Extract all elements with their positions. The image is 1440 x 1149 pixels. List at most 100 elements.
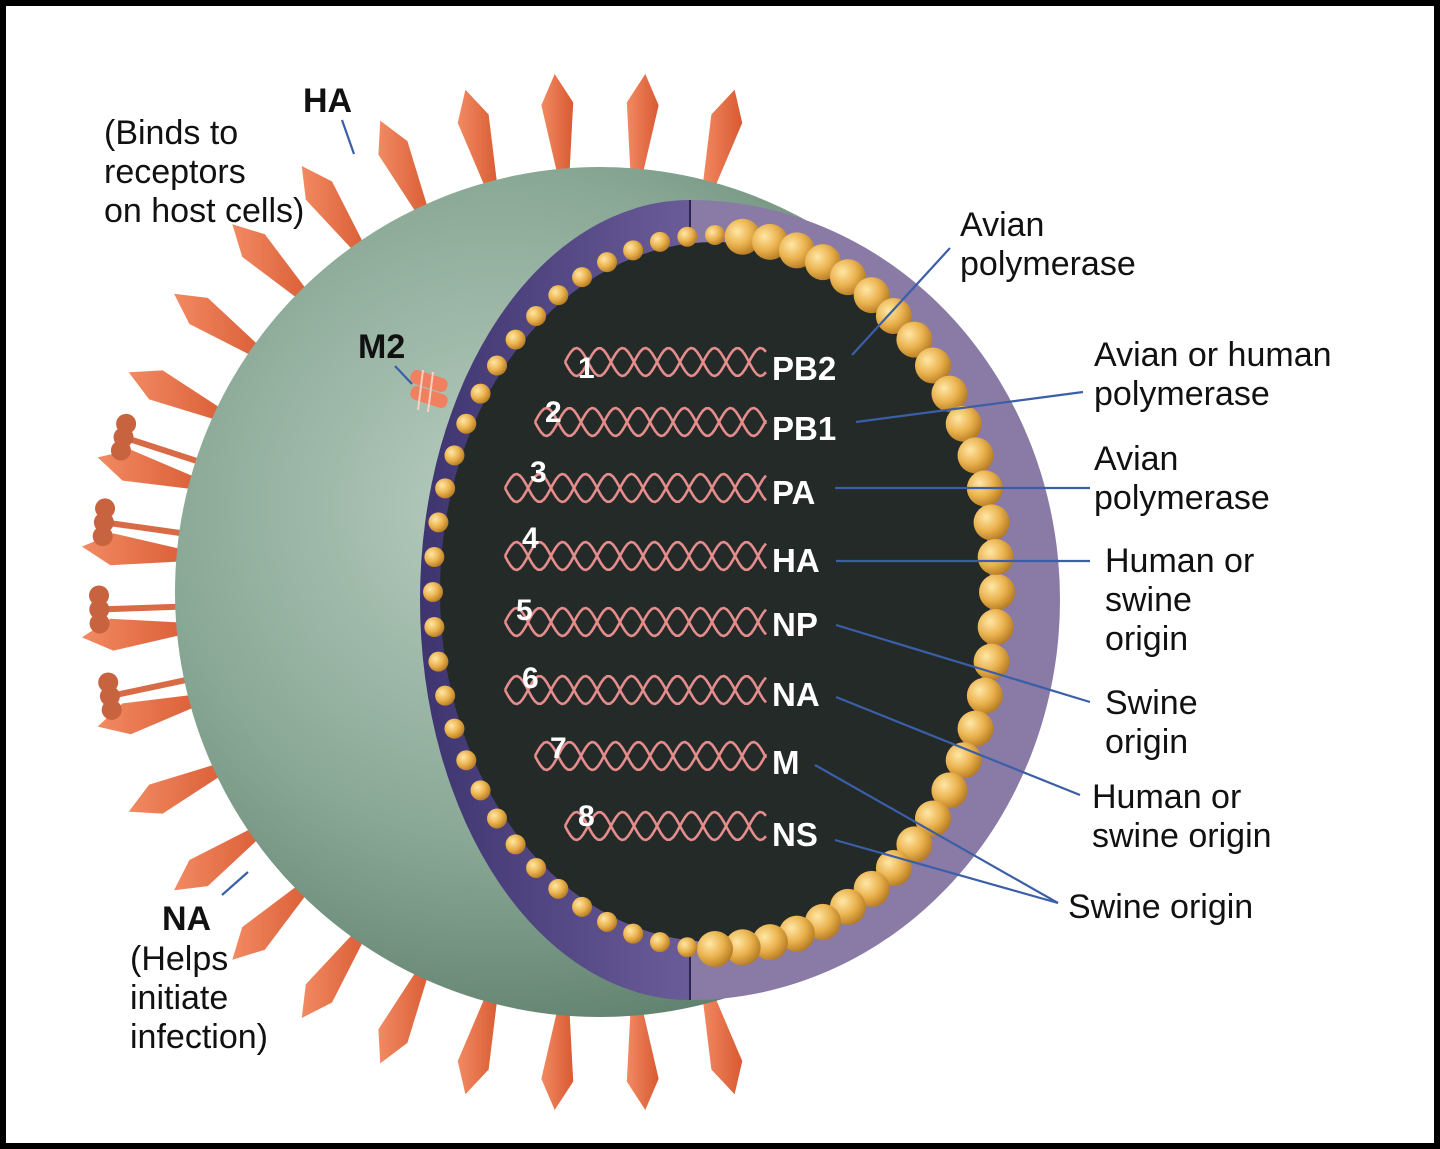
matrix-protein-bead [428, 651, 449, 672]
ha-spike [174, 293, 271, 363]
label-na-desc-3: infection) [130, 1018, 268, 1056]
ha-spike [301, 166, 371, 263]
matrix-protein-bead [456, 750, 477, 771]
origin-m-ns-line-1: Swine origin [1068, 888, 1253, 926]
matrix-protein-bead [444, 445, 465, 466]
rna-helix [503, 606, 767, 638]
origin-ha-line-1: Human or [1105, 542, 1254, 580]
matrix-protein-bead [526, 306, 547, 327]
matrix-protein-bead [677, 226, 698, 247]
segment-number-2: 2 [545, 396, 562, 429]
origin-pb2-line-2: polymerase [960, 245, 1136, 283]
na-glycoprotein [110, 413, 207, 467]
segment-number-3: 3 [530, 456, 547, 489]
segment-name-pb1: PB1 [772, 410, 836, 447]
matrix-protein-bead [435, 478, 456, 499]
ha-spike [541, 73, 574, 189]
ha-spike [81, 618, 197, 651]
ha-spike [97, 692, 210, 735]
matrix-protein-bead [979, 574, 1015, 610]
segment-names: PB2 PB1 PA HA NP NA M NS [772, 350, 836, 853]
leader-lines [221, 119, 1091, 905]
matrix-protein-bead [505, 329, 526, 350]
origin-pb1-line-1: Avian or human [1094, 336, 1332, 374]
label-na-title: NA [162, 900, 211, 938]
matrix-protein-bead [697, 931, 733, 967]
matrix-protein-layer [423, 218, 1015, 967]
matrix-protein-bead [649, 932, 670, 953]
matrix-protein-bead [966, 677, 1003, 714]
matrix-protein-bead [724, 218, 761, 255]
matrix-protein-bead [623, 240, 644, 261]
matrix-protein-bead [623, 923, 644, 944]
matrix-protein-bead [973, 504, 1010, 541]
na-glycoprotein [98, 672, 195, 720]
matrix-protein-bead [572, 267, 593, 288]
leader-pb1 [855, 390, 1084, 424]
origin-na-line-1: Human or [1092, 778, 1241, 816]
label-m2: M2 [358, 328, 405, 366]
matrix-protein-bead [896, 826, 933, 863]
matrix-protein-bead [649, 231, 670, 252]
ha-spike [541, 995, 574, 1111]
matrix-protein-bead [875, 298, 912, 335]
ha-spike [700, 982, 743, 1095]
matrix-protein-bead [424, 547, 445, 568]
segment-name-ha: HA [772, 542, 820, 579]
origin-pb2-line-1: Avian [960, 206, 1044, 244]
label-ha-title: HA [303, 82, 352, 120]
matrix-protein-bead [548, 285, 569, 306]
matrix-protein-bead [931, 772, 968, 809]
leader-np [835, 623, 1091, 704]
segment-name-pb2: PB2 [772, 350, 836, 387]
segment-name-np: NP [772, 606, 818, 643]
ha-spike [232, 224, 317, 309]
leader-m [814, 764, 1059, 904]
matrix-protein-bead [752, 924, 789, 961]
matrix-protein-bead [526, 857, 547, 878]
ha-spike [457, 982, 500, 1095]
rna-segments [503, 346, 768, 842]
matrix-protein-bead [548, 878, 569, 899]
matrix-protein-bead [896, 321, 933, 358]
ha-spike [378, 957, 433, 1064]
matrix-protein-bead [977, 539, 1014, 576]
label-ha-desc-3: on host cells) [104, 192, 304, 230]
matrix-protein-bead [487, 355, 508, 376]
matrix-protein-bead [424, 616, 445, 637]
leader-na [221, 871, 249, 896]
surface-labels: HA (Binds to receptors on host cells) M2… [104, 82, 405, 1056]
rna-helix [503, 674, 767, 706]
segment-numbers: 1 2 3 4 5 6 7 8 [516, 352, 595, 833]
segment-number-6: 6 [522, 662, 539, 695]
matrix-protein-bead [957, 437, 994, 474]
matrix-protein-bead [973, 643, 1010, 680]
ha-spike [174, 821, 271, 891]
segment-name-ns: NS [772, 816, 818, 853]
matrix-protein-bead [945, 405, 982, 442]
matrix-protein-bead [435, 685, 456, 706]
ha-spike [128, 370, 235, 425]
rna-helix [563, 810, 767, 842]
surface-glycoproteins [81, 73, 743, 1111]
matrix-protein-bead [487, 808, 508, 829]
leader-ha [340, 119, 356, 155]
segment-number-1: 1 [578, 352, 595, 385]
matrix-protein-bead [572, 896, 593, 917]
origin-pa-line-2: polymerase [1094, 479, 1270, 517]
ha-spike [700, 89, 743, 202]
segment-number-5: 5 [516, 594, 533, 627]
matrix-protein-bead [470, 383, 491, 404]
origin-ha-line-2: swine [1105, 581, 1192, 619]
segment-name-pa: PA [772, 474, 815, 511]
matrix-protein-bead [977, 608, 1014, 645]
matrix-protein-bead [423, 582, 443, 602]
label-na-desc-1: (Helps [130, 940, 228, 978]
origin-np-line-1: Swine [1105, 684, 1198, 722]
segment-number-4: 4 [522, 522, 539, 555]
leader-ns [834, 838, 1059, 905]
na-glycoprotein [89, 585, 186, 634]
ha-spike [301, 921, 371, 1018]
ha-spike [97, 449, 210, 492]
matrix-protein-bead [444, 718, 465, 739]
